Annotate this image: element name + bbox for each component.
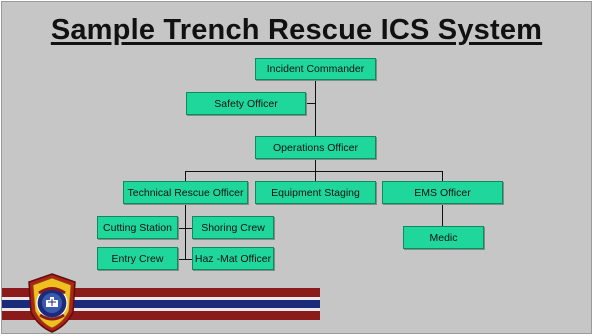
stripe-blue xyxy=(2,300,320,308)
node-technical-rescue-officer: Technical Rescue Officer xyxy=(123,181,248,204)
stripe-red-top xyxy=(2,288,320,297)
slide-title: Sample Trench Rescue ICS System xyxy=(50,14,543,46)
node-incident-commander: Incident Commander xyxy=(255,58,376,80)
connector-technical-down xyxy=(185,203,186,260)
node-operations-officer: Operations Officer xyxy=(255,136,376,159)
stripe-white-2 xyxy=(2,308,320,311)
connector-to-ems xyxy=(442,171,443,181)
node-medic: Medic xyxy=(403,226,484,249)
connector-ops-down xyxy=(315,158,316,172)
connector-ic-to-ops xyxy=(315,79,316,136)
connector-to-technical xyxy=(185,171,186,181)
node-equipment-staging: Equipment Staging xyxy=(255,181,376,204)
connector-to-equipment xyxy=(315,171,316,181)
connector-level3-bar xyxy=(185,171,443,172)
node-ems-officer: EMS Officer xyxy=(382,181,503,204)
node-hazmat-officer: Haz -Mat Officer xyxy=(192,247,274,270)
node-safety-officer: Safety Officer xyxy=(186,92,306,115)
node-cutting-station: Cutting Station xyxy=(97,216,178,239)
connector-entry xyxy=(178,259,192,260)
fire-department-patch-icon xyxy=(28,273,76,333)
node-entry-crew: Entry Crew xyxy=(97,247,178,270)
stripe-red-bottom xyxy=(2,311,320,320)
connector-ems-to-medic xyxy=(442,203,443,227)
connector-cutting xyxy=(178,228,192,229)
node-shoring-crew: Shoring Crew xyxy=(192,216,274,239)
connector-safety xyxy=(306,103,316,104)
stripe-white-1 xyxy=(2,297,320,300)
